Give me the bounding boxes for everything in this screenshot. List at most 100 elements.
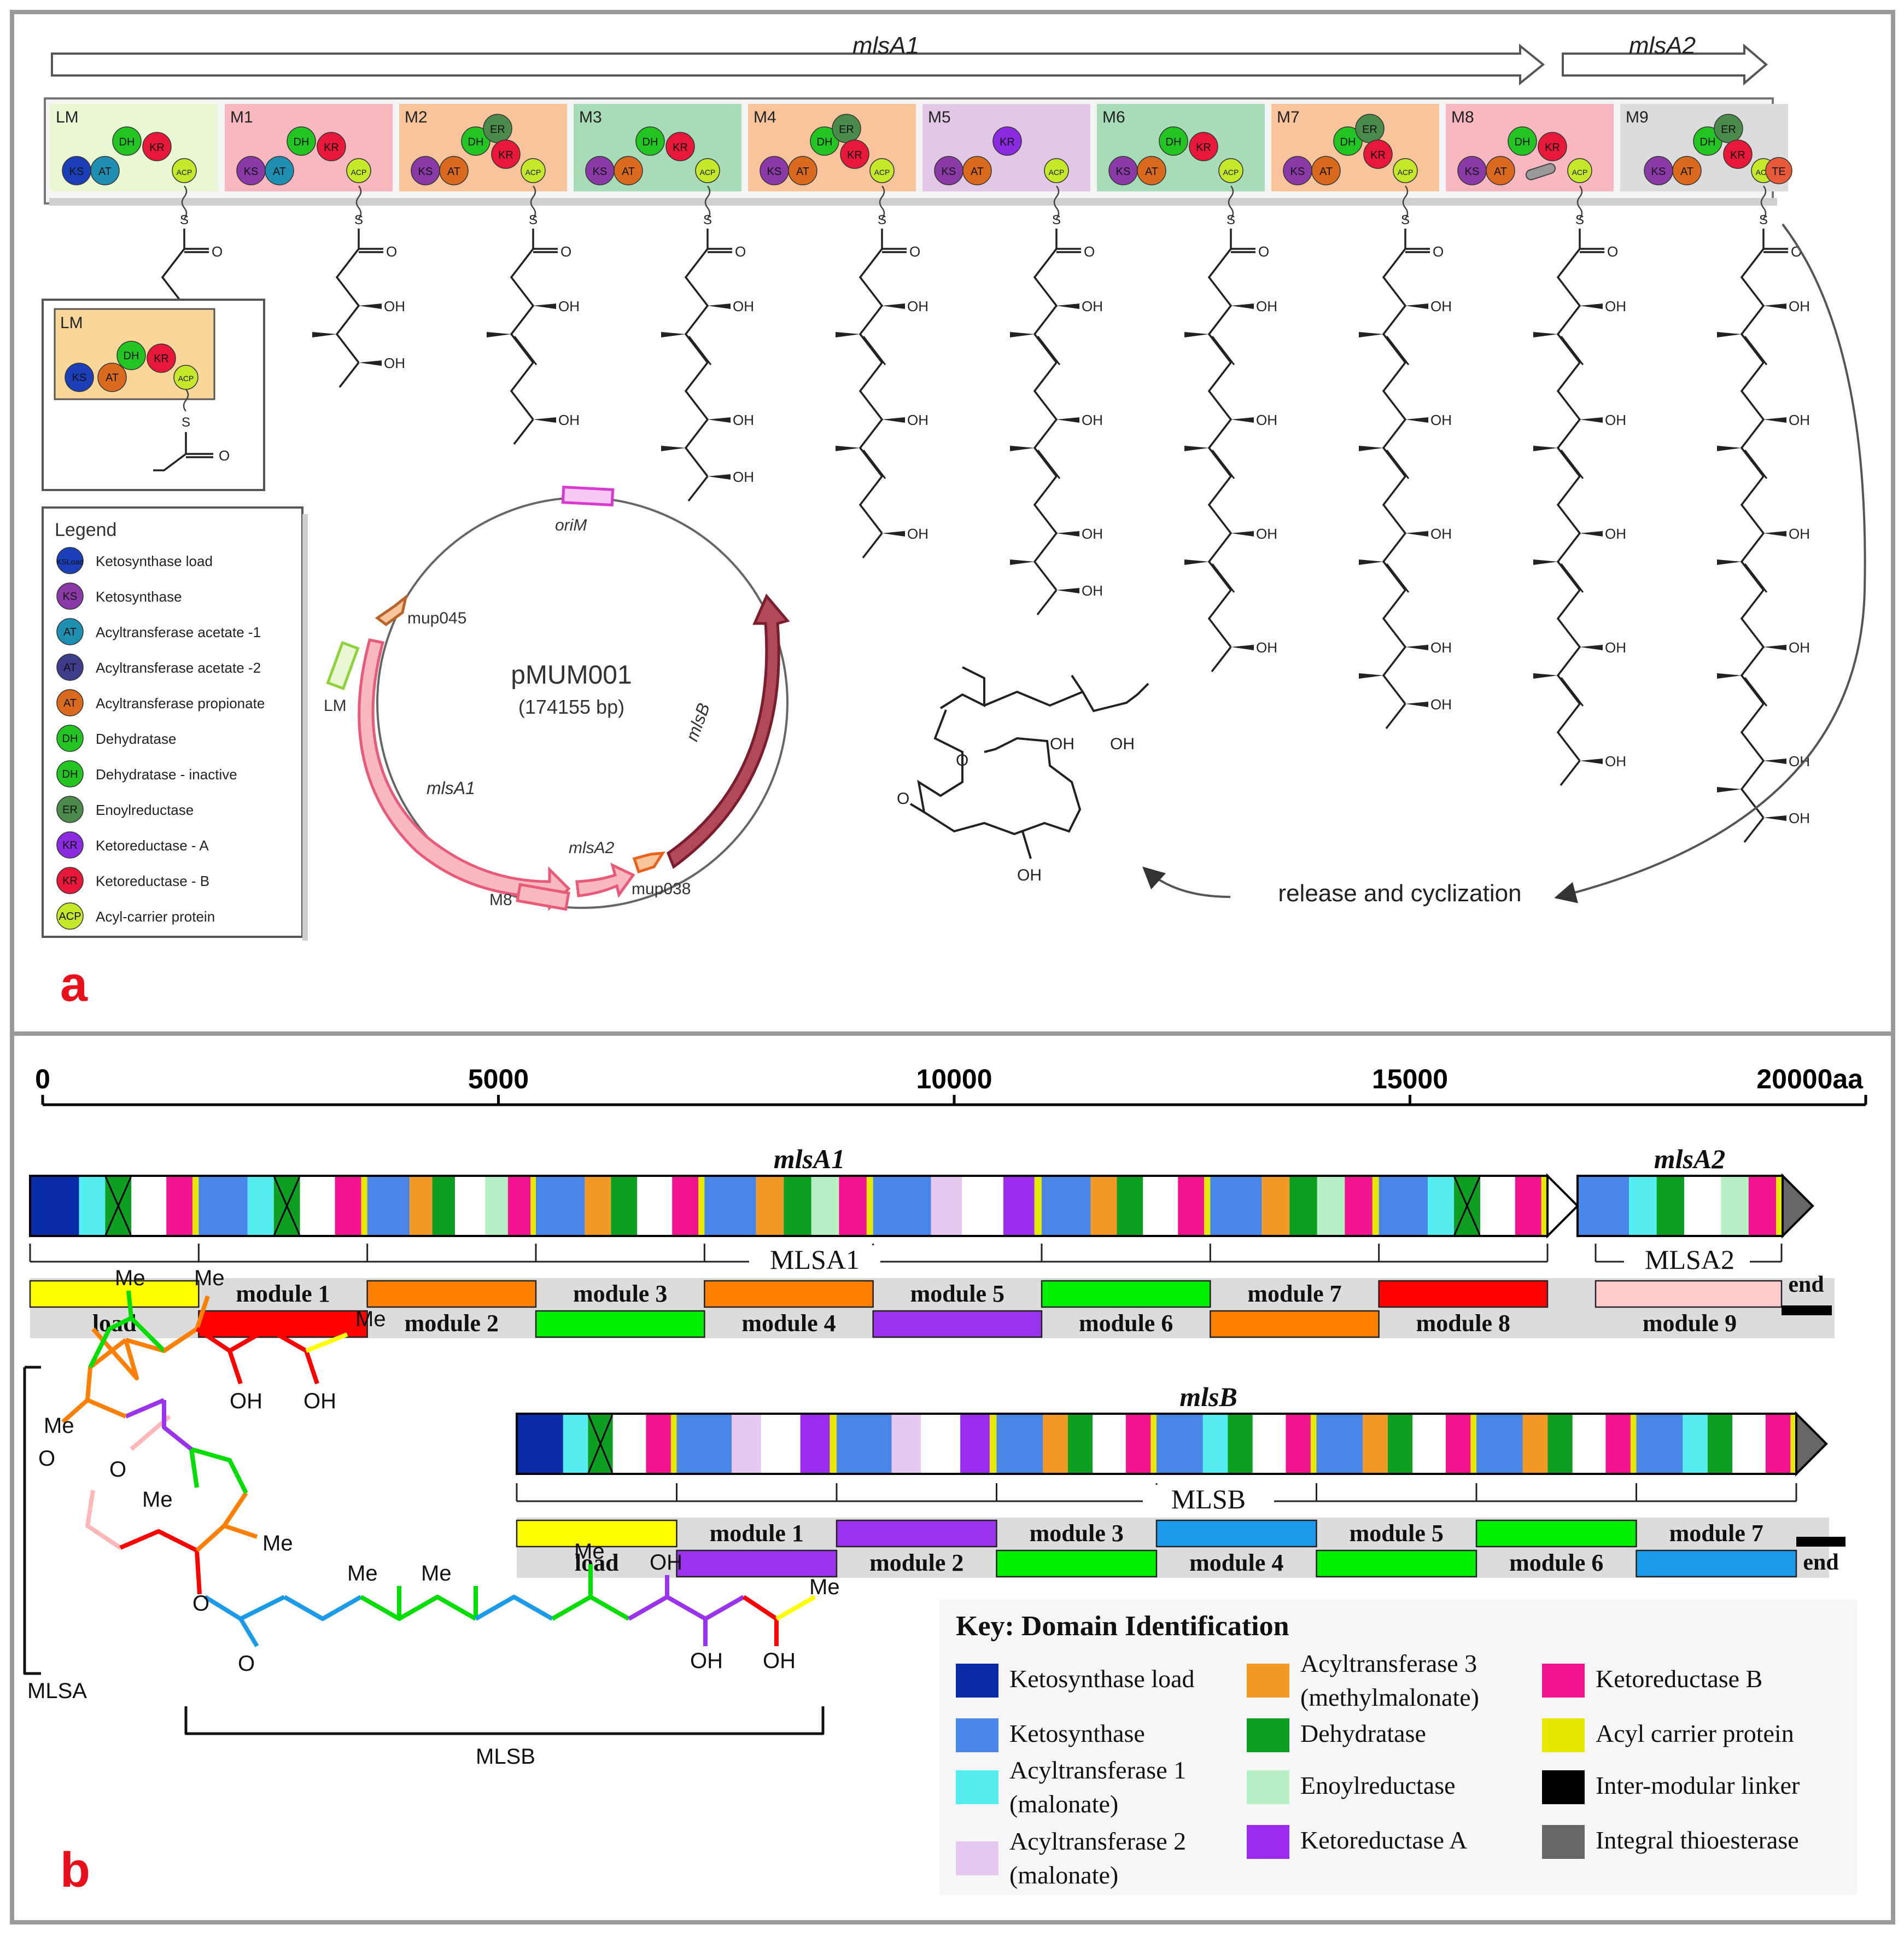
alt-o-label: O	[219, 447, 230, 464]
domain-block	[698, 1176, 705, 1236]
domain-label: KR	[1370, 149, 1386, 161]
plasmid-map: pMUM001 (174155 bp) oriM mup045 LM mlsA1…	[324, 486, 790, 912]
hydroxyl-oh-label: OH	[1082, 298, 1103, 314]
hydroxyl-oh-label: OH	[1430, 412, 1452, 428]
module-label: module 4	[1189, 1549, 1283, 1576]
hydroxyl-oh-label: OH	[1082, 582, 1103, 599]
domain-label: DH	[1515, 136, 1531, 148]
domain-block	[1317, 1176, 1345, 1236]
domain-label: ACP	[177, 168, 192, 177]
domain-block	[1470, 1414, 1476, 1474]
legend-swatch-icon	[56, 902, 84, 930]
module-block	[1595, 1280, 1783, 1308]
module-label: module 6	[1509, 1549, 1603, 1576]
gene-arrow-label-mlsA2: mlsA2	[1629, 32, 1696, 59]
module-label: module 1	[710, 1520, 804, 1547]
hydroxyl-oh-label: OH	[1605, 412, 1626, 428]
plasmid-feature-LM	[326, 641, 360, 690]
legend-label: Acyltransferase acetate -2	[96, 660, 261, 676]
key-item: Ketosynthase	[956, 1718, 1145, 1752]
domain-er-icon	[1714, 114, 1743, 143]
linker-end-block	[1796, 1537, 1845, 1547]
domain-label: AT	[1319, 166, 1333, 178]
domain-block	[30, 1176, 79, 1236]
domain-block	[866, 1176, 873, 1236]
hydroxyl-oh-label: OH	[1082, 526, 1103, 542]
module-block	[366, 1280, 537, 1308]
gene-arrow-tip	[1546, 1173, 1579, 1239]
alt-domain-dh-icon	[116, 341, 146, 370]
key-swatch	[956, 1770, 998, 1804]
legend-abbr: ER	[62, 804, 78, 816]
domain-kr-icon	[1189, 132, 1218, 161]
domain-block	[839, 1176, 867, 1236]
key-item: Dehydratase	[1247, 1718, 1426, 1752]
key-swatch	[1542, 1825, 1585, 1859]
domain-block	[1476, 1414, 1523, 1474]
domain-block	[637, 1176, 673, 1236]
domain-block	[1721, 1176, 1749, 1236]
domain-kr-icon	[1723, 139, 1753, 169]
acp-tether	[1760, 185, 1767, 219]
hydroxyl-oh-label: OH	[1430, 696, 1452, 713]
legend-abbr: KSLoad	[56, 557, 84, 566]
domain-label: AT	[447, 166, 460, 178]
legend-swatch-icon	[56, 689, 84, 716]
domain-acp-icon	[695, 158, 720, 183]
module-label: module 6	[1079, 1310, 1173, 1337]
module-block	[29, 1280, 200, 1308]
domain-block	[962, 1176, 1004, 1236]
acp-tether	[1053, 185, 1060, 219]
domain-label: KR	[847, 149, 862, 161]
domain-block	[1204, 1176, 1211, 1236]
legend-label: Ketosynthase load	[96, 553, 213, 569]
me-label-7: Me	[347, 1561, 378, 1585]
legend-swatch-icon	[56, 796, 84, 823]
domain-block	[1387, 1414, 1413, 1474]
domain-block	[1210, 1176, 1262, 1236]
domain-block	[704, 1176, 756, 1236]
legend-label: Dehydratase	[96, 731, 176, 747]
me-label-4: Me	[44, 1414, 74, 1438]
plasmid-label-mup038: mup038	[632, 880, 691, 898]
acp-tether	[1402, 185, 1409, 219]
acp-tether	[1576, 185, 1583, 219]
legend-label: Acyltransferase propionate	[96, 695, 265, 712]
oh-label-1: OH	[230, 1389, 262, 1413]
domain-block	[367, 1176, 410, 1236]
domain-label: KR	[1000, 136, 1015, 148]
carbonyl-o-label: O	[1607, 243, 1618, 260]
domain-block	[455, 1176, 486, 1236]
domain-block	[1316, 1414, 1363, 1474]
me-label-3: Me	[355, 1307, 386, 1331]
protein-name-label: MLSA1	[770, 1244, 860, 1275]
domain-block	[1480, 1176, 1515, 1236]
hydroxyl-oh-label: OH	[1256, 639, 1277, 656]
domain-block	[1093, 1414, 1126, 1474]
domain-at-icon	[1672, 156, 1702, 185]
scale-tick-label: 5000	[468, 1064, 529, 1094]
structure-labels: Me Me Me OH OH Me O O Me Me O O Me Me Me…	[27, 1266, 840, 1769]
domain-block	[585, 1176, 611, 1236]
o-label-3: O	[192, 1591, 209, 1616]
domain-block	[1043, 1414, 1068, 1474]
me-label-9: Me	[574, 1540, 605, 1564]
key-label: Ketosynthase load	[1009, 1665, 1195, 1693]
domain-block	[1748, 1176, 1777, 1236]
domain-block	[1345, 1176, 1372, 1236]
legend-item: KSLoad Ketosynthase load	[56, 547, 213, 574]
domain-label: DH	[1700, 136, 1716, 148]
domain-block	[1202, 1414, 1228, 1474]
legend-abbr: KS	[63, 591, 78, 603]
domain-block	[198, 1176, 248, 1236]
module-label: module 5	[910, 1280, 1004, 1307]
domain-acp-icon	[1044, 158, 1069, 183]
